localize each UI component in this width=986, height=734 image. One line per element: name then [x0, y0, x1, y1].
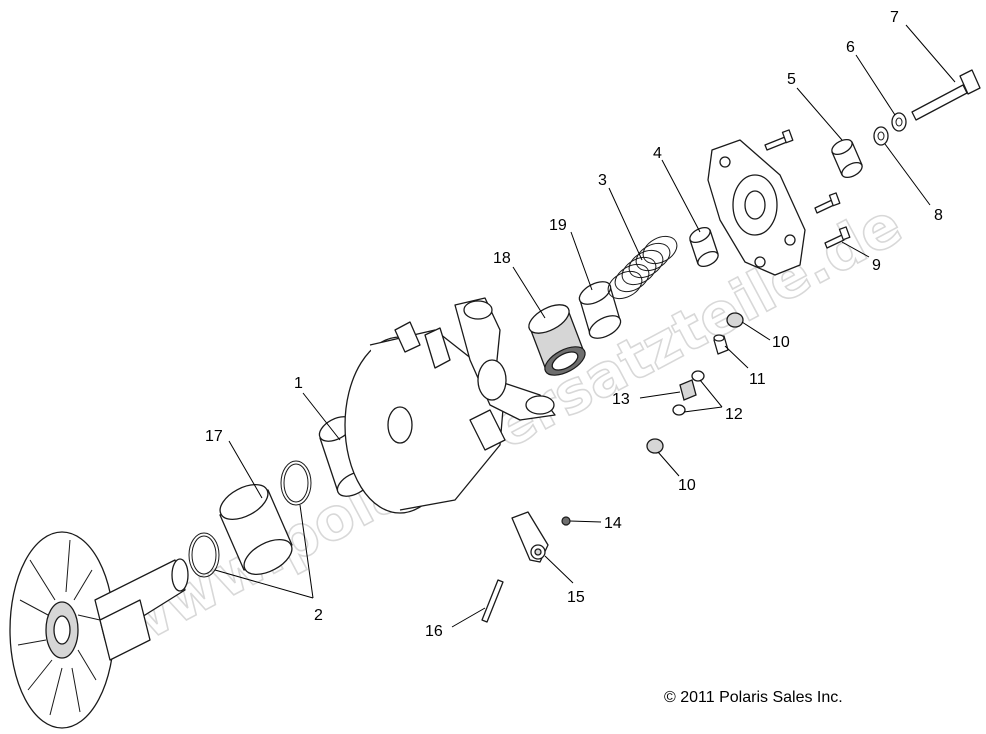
bushing-5: [831, 138, 863, 179]
cover-bolt-lower: [824, 226, 851, 249]
callout-10-lower: 10: [678, 477, 696, 494]
cover-plate: [707, 139, 806, 276]
roller-arm-15: [511, 511, 549, 563]
callout-6: 6: [846, 39, 855, 56]
washer-8: [873, 126, 889, 146]
callout-16: 16: [425, 623, 443, 640]
pin-11: [713, 334, 729, 355]
callout-12: 12: [725, 406, 743, 423]
nut-14: [561, 516, 571, 526]
sleeve-4: [689, 226, 719, 268]
bolt-7: [911, 69, 981, 121]
snap-ring-2a: [188, 532, 220, 578]
fan-sheave: [9, 531, 189, 729]
roller-10-lower: [646, 438, 664, 454]
bushing-18: [528, 304, 586, 376]
washer-12-lower: [672, 404, 686, 416]
spider-assembly: [454, 297, 556, 421]
washer-12-upper: [691, 370, 705, 382]
callout-14: 14: [604, 515, 622, 532]
roller-10-upper: [726, 312, 744, 328]
callout-9: 9: [872, 257, 881, 274]
callout-5: 5: [787, 71, 796, 88]
callout-11: 11: [749, 371, 766, 388]
ring-19: [578, 281, 622, 339]
snap-ring-2b: [280, 460, 312, 506]
callout-3: 3: [598, 172, 607, 189]
callout-13: 13: [612, 391, 630, 408]
callout-1: 1: [294, 375, 303, 392]
callout-7: 7: [890, 9, 899, 26]
callout-2: 2: [314, 607, 323, 624]
callout-15: 15: [567, 589, 585, 606]
leader-lines: [214, 24, 956, 628]
callout-4: 4: [653, 145, 662, 162]
washer-6: [891, 112, 907, 132]
spring-3: [607, 235, 678, 300]
moveable-sheave: [344, 321, 506, 514]
callout-19: 19: [549, 217, 567, 234]
callout-18: 18: [493, 250, 511, 267]
callout-17: 17: [205, 428, 223, 445]
cover-bolt-middle: [814, 192, 841, 214]
pin-16: [481, 579, 504, 623]
cover-bolt-upper: [764, 129, 794, 151]
bushing-sleeve-17: [219, 483, 293, 576]
roller-13: [679, 379, 697, 401]
callout-8: 8: [934, 207, 943, 224]
copyright-text: © 2011 Polaris Sales Inc.: [664, 689, 843, 706]
callout-10-upper: 10: [772, 334, 790, 351]
